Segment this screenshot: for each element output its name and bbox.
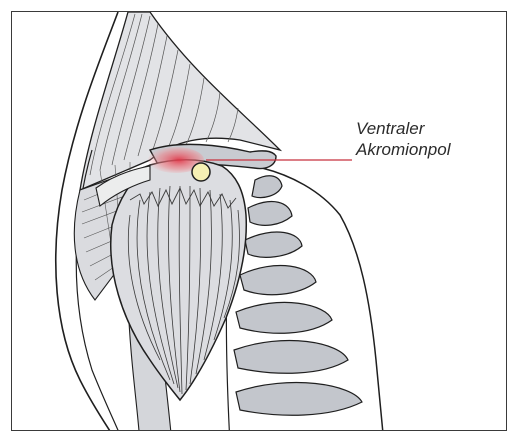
annotation-line-1: Ventraler (356, 118, 451, 139)
acromion-marker (192, 163, 210, 181)
annotation-label: Ventraler Akromionpol (356, 118, 451, 160)
annotation-line-2: Akromionpol (356, 139, 451, 160)
